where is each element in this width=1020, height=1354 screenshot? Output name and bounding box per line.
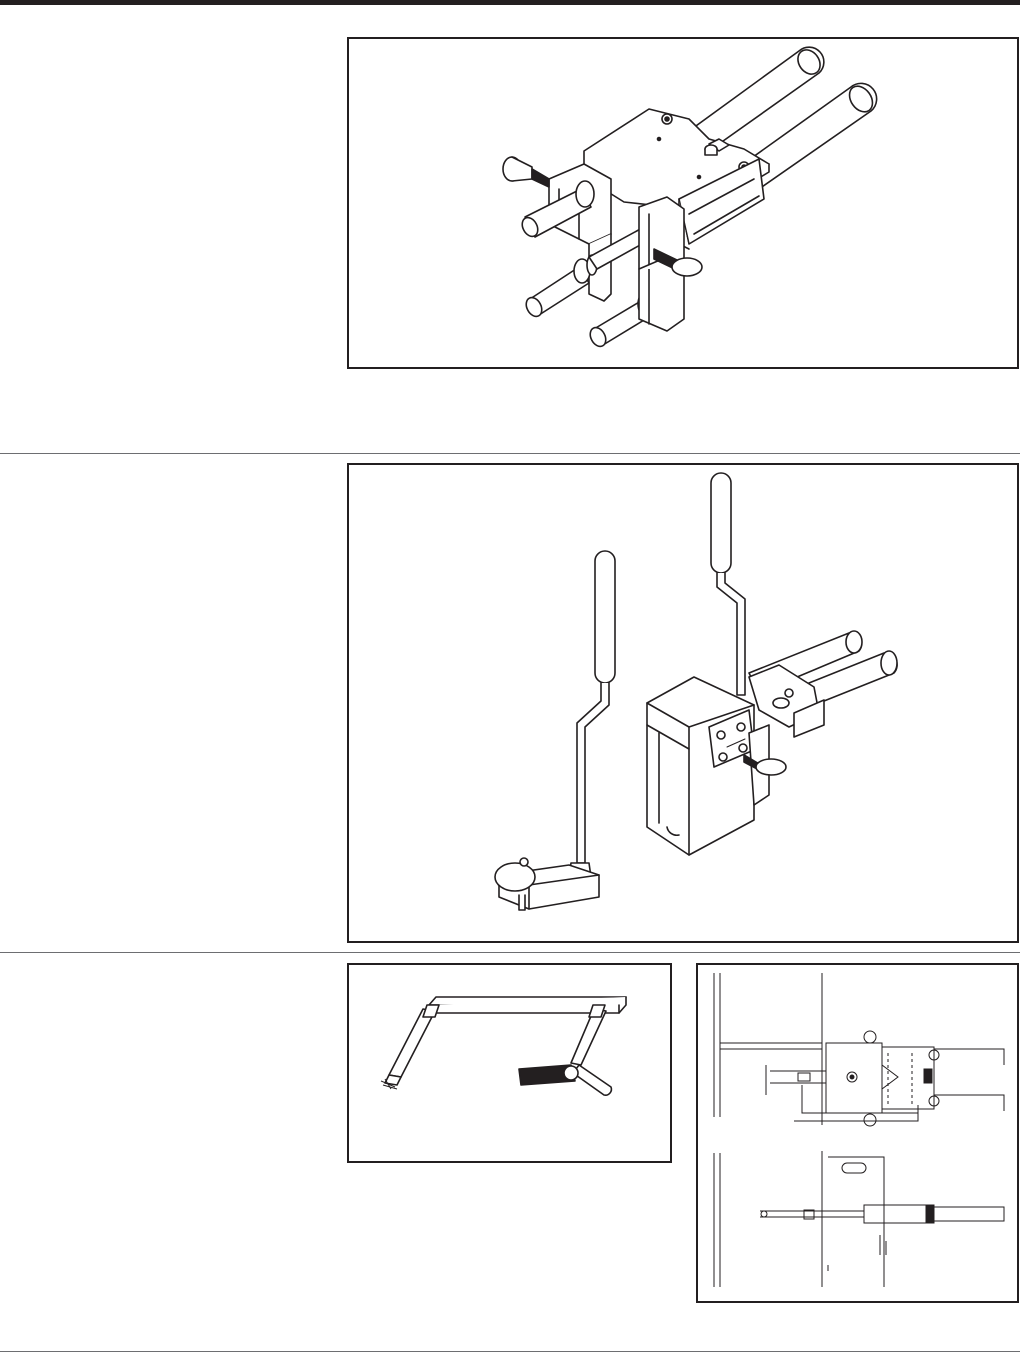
section-rule [0,453,1020,454]
gauge-arm-and-block-illustration [349,465,1017,941]
top-rule [0,0,1020,5]
figure-gauge-arm-and-block [347,463,1019,943]
rail-clamp-assembly-illustration [349,39,1017,367]
figure-rail-clamp-assembly [347,37,1019,369]
figure-mounting-diagram [696,963,1019,1303]
section-rule [0,952,1020,953]
mounting-diagram-illustration [698,965,1017,1301]
figure-rectangular-frame-tool [347,963,672,1163]
bottom-rule [0,1351,1020,1352]
rectangular-frame-tool-illustration [349,965,670,1161]
